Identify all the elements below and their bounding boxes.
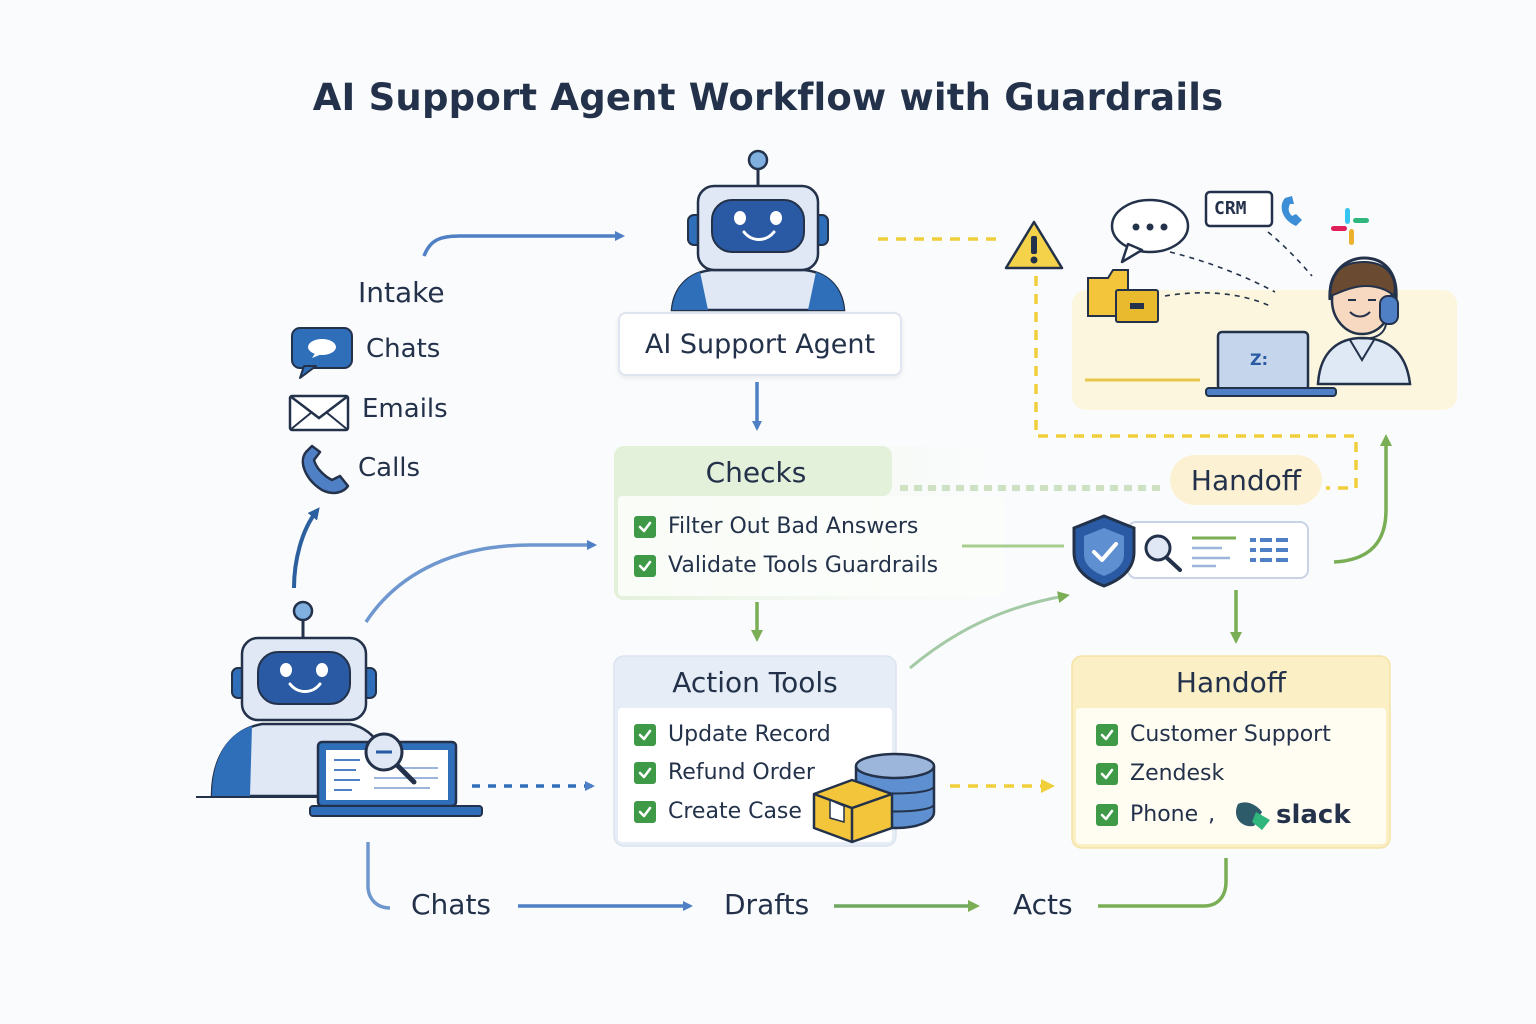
ai-support-agent-label: AI Support Agent bbox=[644, 328, 876, 360]
action-tools-item-label: Refund Order bbox=[668, 760, 815, 785]
support-person-icon bbox=[1316, 256, 1412, 386]
flow-step-acts: Acts bbox=[1013, 888, 1073, 921]
slack-icon bbox=[1331, 208, 1369, 245]
action-tools-item: Refund Order bbox=[634, 760, 815, 785]
checkbox-checked-icon bbox=[634, 800, 656, 823]
slack-brand-label: slack bbox=[1276, 800, 1351, 830]
handoff-item-label: Customer Support bbox=[1130, 722, 1331, 747]
handoff-item: Zendesk bbox=[1096, 761, 1224, 786]
checkbox-checked-icon bbox=[634, 554, 656, 577]
checkbox-checked-icon bbox=[1096, 803, 1118, 826]
laptop-logo: Z: bbox=[1250, 350, 1268, 369]
handoff-item-label: Zendesk bbox=[1130, 761, 1225, 786]
crm-label: CRM bbox=[1214, 198, 1247, 219]
checkbox-checked-icon bbox=[1096, 723, 1118, 746]
checkbox-checked-icon bbox=[634, 761, 656, 784]
checks-item-label: Filter Out Bad Answers bbox=[668, 514, 919, 539]
checks-item-label: Validate Tools Guardrails bbox=[668, 553, 939, 578]
handoff-pill: Handoff bbox=[1170, 455, 1322, 505]
action-tools-header: Action Tools bbox=[614, 656, 896, 708]
flow-step-chats: Chats bbox=[411, 888, 492, 921]
checkbox-checked-icon bbox=[634, 723, 656, 746]
checks-item: Filter Out Bad Answers bbox=[634, 514, 918, 539]
warning-icon bbox=[1004, 220, 1064, 270]
intake-envelope-icon bbox=[288, 394, 350, 432]
laptop-icon bbox=[1205, 330, 1337, 397]
slack-logo-icon bbox=[1235, 802, 1270, 830]
handoff-header: Handoff bbox=[1072, 656, 1390, 708]
checkbox-checked-icon bbox=[1096, 762, 1118, 785]
action-tools-item: Update Record bbox=[634, 722, 831, 747]
crm-icon bbox=[1204, 190, 1274, 228]
handoff-card bbox=[1071, 655, 1391, 849]
ai-support-agent-node: AI Support Agent bbox=[618, 312, 902, 376]
intake-item-emails: Emails bbox=[362, 394, 448, 424]
flow-step-drafts: Drafts bbox=[724, 888, 810, 921]
phone-icon bbox=[1281, 196, 1302, 226]
checks-title: Checks bbox=[705, 456, 807, 489]
checks-item: Validate Tools Guardrails bbox=[634, 553, 938, 578]
intake-title: Intake bbox=[358, 276, 445, 309]
checks-card bbox=[614, 446, 1004, 600]
intake-item-chats: Chats bbox=[366, 334, 441, 364]
handoff-separator: , bbox=[1208, 802, 1216, 827]
folder-icon bbox=[1087, 269, 1159, 323]
handoff-title: Handoff bbox=[1175, 666, 1287, 699]
human-agent-illustration bbox=[1072, 190, 1457, 410]
guardrail-shield-panel bbox=[1072, 514, 1309, 588]
handoff-item: Phone , bbox=[1096, 802, 1215, 827]
page-title: AI Support Agent Workflow with Guardrail… bbox=[312, 76, 1224, 119]
robot-icon bbox=[670, 149, 846, 312]
chat-bubble-icon bbox=[1110, 198, 1190, 264]
handoff-item-label: Phone bbox=[1130, 802, 1199, 827]
action-tools-item-label: Update Record bbox=[668, 722, 831, 747]
intake-chat-icon bbox=[291, 327, 353, 379]
intake-phone-icon bbox=[301, 444, 350, 495]
robot-drafting-icon bbox=[196, 600, 483, 817]
handoff-item: Customer Support bbox=[1096, 722, 1331, 747]
checks-header: Checks bbox=[614, 446, 898, 496]
handoff-pill-label: Handoff bbox=[1190, 463, 1302, 497]
action-tools-title: Action Tools bbox=[672, 666, 838, 699]
checkbox-checked-icon bbox=[634, 515, 656, 538]
action-tools-item-label: Create Case bbox=[668, 799, 802, 824]
intake-item-calls: Calls bbox=[358, 453, 421, 483]
action-tools-item: Create Case bbox=[634, 799, 802, 824]
package-icon bbox=[812, 778, 894, 844]
